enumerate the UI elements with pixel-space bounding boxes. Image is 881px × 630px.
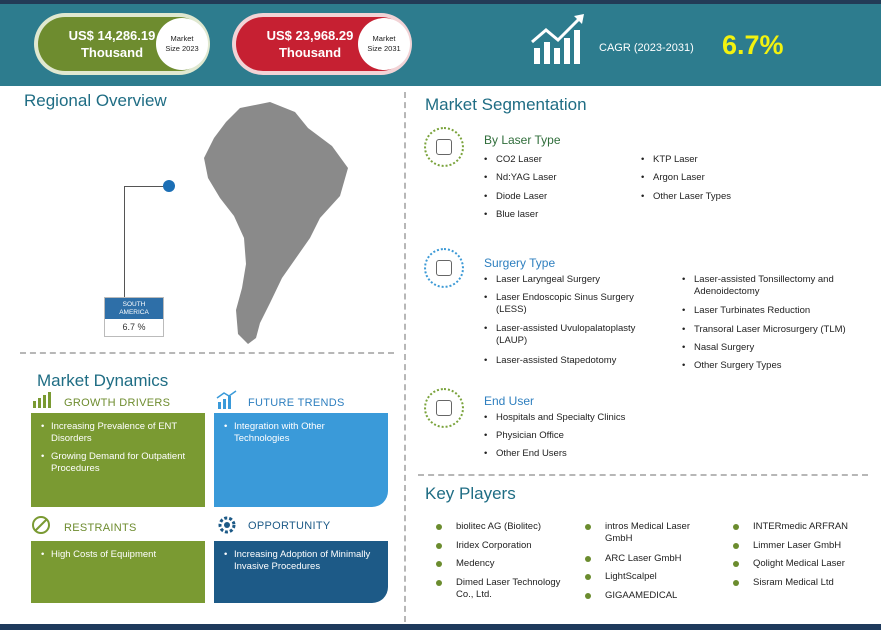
growth-chart-icon — [531, 14, 584, 64]
south-america-map — [204, 102, 348, 344]
list-item: High Costs of Equipment — [41, 549, 197, 561]
list-item: Growing Demand for Outpatient Procedures — [41, 451, 197, 475]
restraints-box: High Costs of Equipment — [31, 541, 205, 603]
left-divider — [20, 352, 394, 354]
laser-type-title: By Laser Type — [484, 133, 561, 147]
growth-drivers-box: Increasing Prevalence of ENT Disorders G… — [31, 413, 205, 507]
list-item: LightScalpel — [585, 571, 720, 583]
restraints-icon — [32, 516, 50, 534]
market-size-2023-unit: Thousand — [80, 45, 144, 60]
cagr-value: 6.7% — [722, 30, 784, 60]
region-callout: SOUTH AMERICA 6.7 % — [104, 297, 164, 337]
map-leader-line-h — [124, 186, 170, 187]
growth-drivers-label: GROWTH DRIVERS — [64, 397, 171, 409]
cagr-label: CAGR (2023-2031) — [599, 42, 694, 54]
list-item: Argon Laser — [641, 172, 705, 184]
surgery-type-title: Surgery Type — [484, 256, 556, 270]
region-cagr-value: 6.7 % — [122, 322, 146, 332]
opportunity-label: OPPORTUNITY — [248, 520, 331, 532]
list-item: Qolight Medical Laser — [733, 558, 873, 570]
restraints-label: RESTRAINTS — [64, 522, 137, 534]
laser-type-icon — [424, 127, 464, 167]
list-item: Dimed Laser Technology Co., Ltd. — [436, 577, 576, 601]
market-size-2031-value: US$ 23,968.29 — [266, 28, 354, 43]
end-user-title: End User — [484, 394, 535, 408]
bar-chart-icon — [33, 392, 51, 408]
market-size-2031-badge: Market Size 2031 — [358, 18, 410, 70]
list-item: Iridex Corporation — [436, 540, 576, 552]
list-item: Laser Turbinates Reduction — [682, 305, 862, 317]
list-item: biolitec AG (Biolitec) — [436, 521, 576, 533]
vertical-divider — [404, 92, 406, 622]
list-item: Sisram Medical Ltd — [733, 577, 873, 589]
market-segmentation-title: Market Segmentation — [425, 95, 587, 114]
list-item: Increasing Adoption of Minimally Invasiv… — [224, 549, 380, 573]
end-user-icon — [424, 388, 464, 428]
list-item: Nasal Surgery — [682, 342, 862, 354]
list-item: intros Medical Laser GmbH — [585, 521, 720, 545]
market-size-2031-unit: Thousand — [278, 45, 342, 60]
header-top-bar — [0, 0, 881, 4]
regional-overview-title: Regional Overview — [24, 91, 167, 110]
list-item: Transoral Laser Microsurgery (TLM) — [682, 324, 862, 336]
list-item: ARC Laser GmbH — [585, 553, 720, 565]
list-item: Other Laser Types — [641, 191, 731, 203]
surgery-type-icon — [424, 248, 464, 288]
market-size-2023-pill: US$ 14,286.19 Thousand Market Size 2023 — [34, 13, 210, 75]
list-item: Integration with Other Technologies — [224, 421, 380, 445]
trend-icon — [216, 390, 237, 409]
list-item: Other End Users — [484, 448, 567, 460]
list-item: Hospitals and Specialty Clinics — [484, 412, 625, 424]
footer-bar — [0, 624, 881, 630]
map-leader-line-v — [124, 186, 125, 298]
list-item: Diode Laser — [484, 191, 547, 203]
list-item: Laser-assisted Tonsillectomy and Adenoid… — [682, 274, 862, 298]
list-item: Laser-assisted Uvulopalatoplasty (LAUP) — [484, 323, 664, 347]
list-item: Other Surgery Types — [682, 360, 862, 372]
list-item: Laser-assisted Stapedotomy — [484, 355, 664, 367]
right-divider — [418, 474, 868, 476]
list-item: Blue laser — [484, 209, 538, 221]
list-item: Laser Endoscopic Sinus Surgery (LESS) — [484, 292, 664, 316]
list-item: KTP Laser — [641, 154, 698, 166]
list-item: CO2 Laser — [484, 154, 542, 166]
list-item: INTERmedic ARFRAN — [733, 521, 873, 533]
list-item: GIGAAMEDICAL — [585, 590, 720, 602]
opportunity-box: Increasing Adoption of Minimally Invasiv… — [214, 541, 388, 603]
market-size-2023-value: US$ 14,286.19 — [68, 28, 156, 43]
future-trends-label: FUTURE TRENDS — [248, 397, 345, 409]
list-item: Increasing Prevalence of ENT Disorders — [41, 421, 197, 445]
future-trends-box: Integration with Other Technologies — [214, 413, 388, 507]
market-size-2023-badge: Market Size 2023 — [156, 18, 208, 70]
list-item: Medency — [436, 558, 576, 570]
list-item: Limmer Laser GmbH — [733, 540, 873, 552]
list-item: Physician Office — [484, 430, 564, 442]
list-item: Laser Laryngeal Surgery — [484, 274, 664, 286]
market-size-2031-pill: US$ 23,968.29 Thousand Market Size 2031 — [232, 13, 412, 75]
key-players-title: Key Players — [425, 484, 516, 503]
market-dynamics-title: Market Dynamics — [37, 371, 169, 390]
opportunity-gear-icon — [218, 516, 236, 534]
list-item: Nd:YAG Laser — [484, 172, 557, 184]
map-location-dot — [163, 180, 175, 192]
